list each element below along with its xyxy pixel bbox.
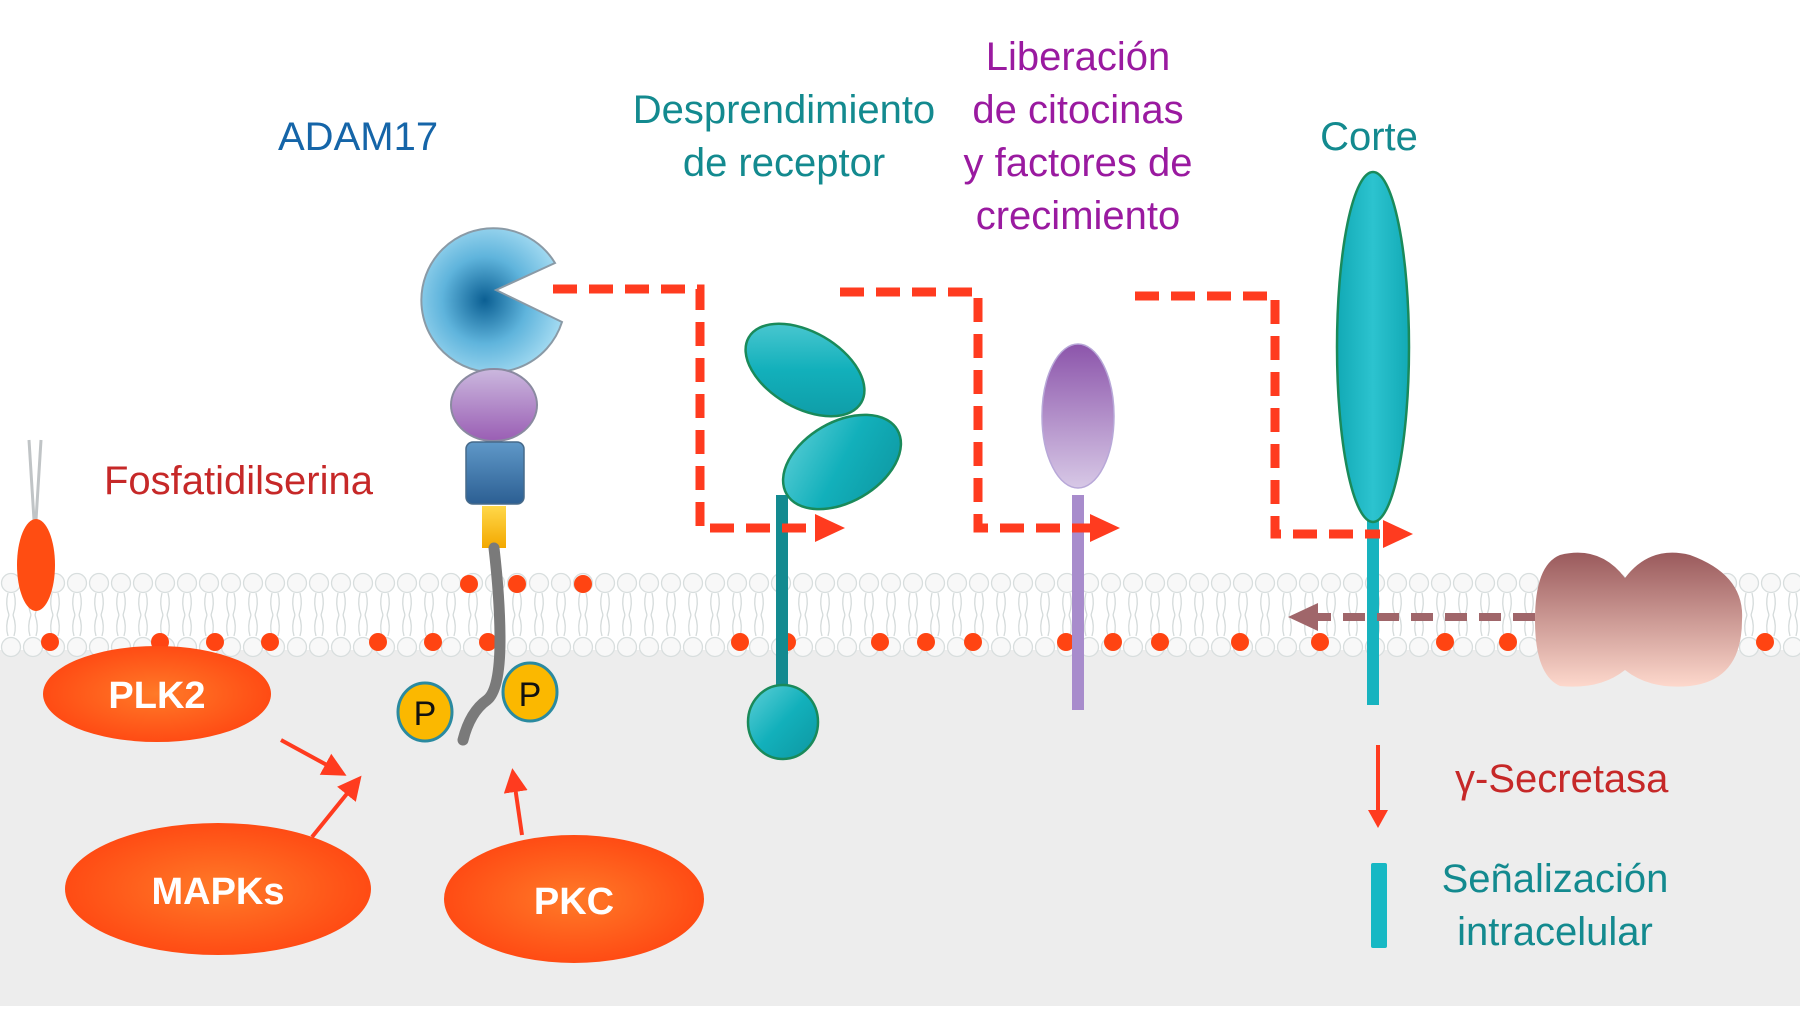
cleavage-label: Corte [1320, 115, 1418, 159]
kinase-pkc-label: PKC [534, 881, 614, 923]
cytoplasm-region [0, 650, 1800, 1006]
plk2-arrow [280, 738, 347, 776]
cytokine-head [1041, 343, 1115, 489]
pkc-arrow [503, 768, 528, 836]
adam17-transmembrane-domain [482, 506, 506, 548]
flow-path-shedding [553, 284, 815, 533]
phosphatidylserine-dots [41, 575, 1774, 651]
flow-path-release [840, 287, 1090, 533]
adam17-cysteine-domain [465, 441, 525, 505]
adam17-disintegrin-domain [450, 368, 538, 442]
cleavage-substrate [1335, 170, 1411, 705]
adam17-protein [420, 227, 564, 746]
legend-signaling-label-line1: Señalización [1442, 857, 1669, 901]
phosphate-site-1: P [396, 681, 454, 743]
shedding-label-line2: de receptor [683, 141, 885, 185]
legend: γ-Secretasa Señalización intracelular [1368, 745, 1669, 954]
kinase-arrows [280, 738, 528, 839]
adam17-cytoplasmic-tail [457, 542, 506, 746]
phosphate-site-2: P [501, 661, 559, 723]
flow-arrowheads [815, 514, 1413, 548]
kinase-pkc: PKC [444, 835, 704, 963]
substrate-ectodomain [1335, 170, 1411, 524]
adam17-label: ADAM17 [278, 115, 438, 159]
shedding-label-line1: Desprendimiento [633, 88, 935, 132]
legend-signaling-bar-icon [1371, 863, 1387, 948]
kinase-mapks: MAPKs [65, 823, 371, 955]
kinase-plk2-label: PLK2 [108, 675, 205, 717]
kinase-mapks-label: MAPKs [151, 871, 284, 913]
release-label: Liberación de citocinas y factores de cr… [963, 35, 1192, 238]
legend-signaling-label-line2: intracelular [1457, 910, 1653, 954]
adam17-catalytic-domain [420, 227, 564, 374]
mapks-arrow [310, 775, 362, 839]
phosphate-label: P [519, 676, 542, 714]
release-label-line2: de citocinas [972, 88, 1183, 132]
receptor-domain-lower [781, 413, 903, 511]
gamma-secretase-complex [1535, 552, 1743, 687]
phosphatidylserine-molecule [17, 439, 55, 611]
receptor-domain-upper [744, 322, 866, 418]
release-label-line1: Liberación [986, 35, 1171, 79]
legend-gamma-secretase-label: γ-Secretasa [1455, 757, 1669, 801]
kinase-plk2: PLK2 [43, 646, 271, 742]
shedding-label: Desprendimiento de receptor [633, 88, 935, 185]
phosphate-label: P [414, 695, 437, 733]
cleavage-flow-arrows [553, 284, 1380, 539]
phosphatidylserine-label: Fosfatidilserina [104, 459, 374, 503]
release-label-line3: y factores de [963, 141, 1192, 185]
receptor-intracellular-domain [746, 683, 820, 761]
release-label-line4: crecimiento [976, 194, 1181, 238]
flow-path-cleavage [1135, 291, 1380, 539]
secretase-arrow [1288, 603, 1535, 631]
